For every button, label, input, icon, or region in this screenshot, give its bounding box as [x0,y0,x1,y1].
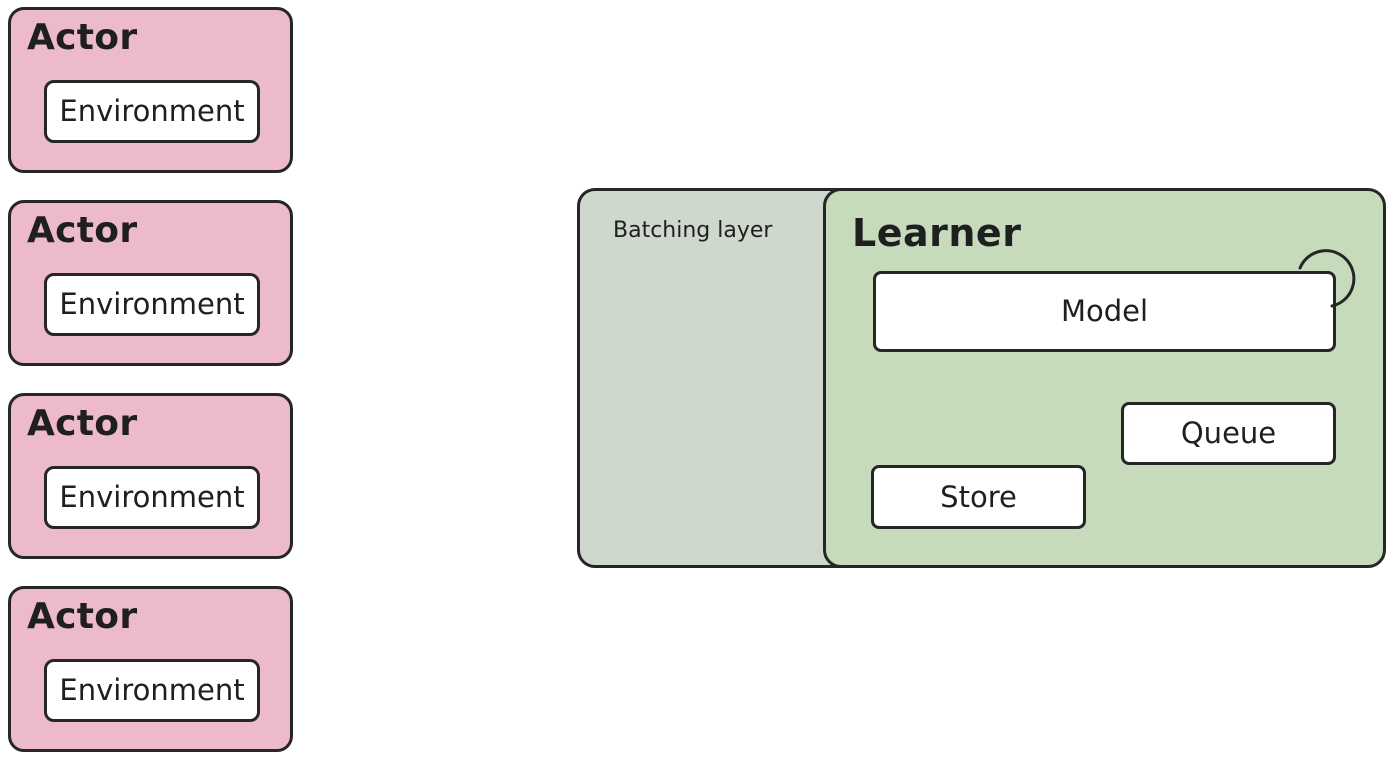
actor-block: Actor Environment [8,200,293,366]
environment-box: Environment [44,466,260,529]
batching-layer-label: Batching layer [613,218,773,243]
actor-title: Actor [27,596,138,637]
queue-box: Queue [1121,402,1336,465]
environment-box: Environment [44,80,260,143]
learner-title: Learner [852,211,1022,255]
store-box: Store [871,465,1086,529]
model-box: Model [873,271,1336,352]
actor-title: Actor [27,17,138,58]
actor-title: Actor [27,210,138,251]
model-loop-arc-icon [1298,249,1356,308]
actor-block: Actor Environment [8,7,293,173]
actor-title: Actor [27,403,138,444]
environment-box: Environment [44,659,260,722]
environment-box: Environment [44,273,260,336]
actor-block: Actor Environment [8,393,293,559]
actor-block: Actor Environment [8,586,293,752]
learner-box: Learner Model Queue Store [823,188,1386,568]
